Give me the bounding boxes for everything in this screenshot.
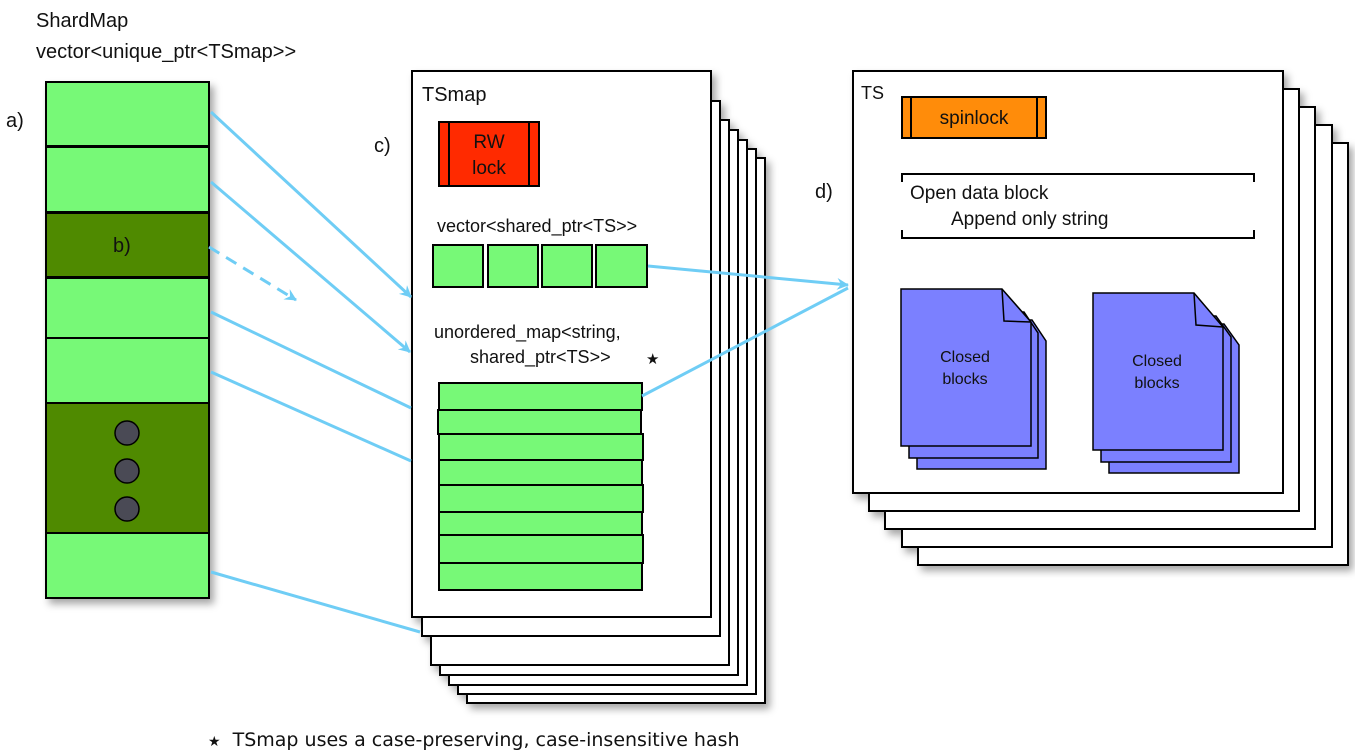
ts-pointer-line bbox=[641, 286, 849, 398]
shard-slot[interactable] bbox=[45, 532, 210, 599]
open-data-block: Open data block Append only string bbox=[901, 173, 1255, 239]
label-d: d) bbox=[815, 181, 833, 203]
footnote-star-icon: ★ bbox=[208, 734, 221, 750]
hash-bucket[interactable] bbox=[438, 382, 643, 411]
shard-slot[interactable] bbox=[45, 81, 210, 147]
closed-blocks-group: Closed blocks bbox=[900, 288, 1047, 470]
shardmap-title: ShardMap bbox=[36, 10, 128, 32]
hash-bucket[interactable] bbox=[438, 484, 644, 513]
pointer-arrow bbox=[210, 180, 411, 354]
spinlock-label: spinlock bbox=[940, 108, 1009, 129]
hash-bucket[interactable] bbox=[438, 534, 644, 564]
shard-slot-active[interactable] bbox=[45, 212, 210, 278]
tsmap-title: TSmap bbox=[422, 84, 486, 106]
hash-bucket[interactable] bbox=[438, 459, 643, 486]
rw-lock-line1: RW bbox=[473, 132, 504, 153]
footnote-text: TSmap uses a case-preserving, case-insen… bbox=[232, 729, 740, 751]
ts-pointer-arrow bbox=[647, 264, 849, 290]
open-block-line1: Open data block bbox=[910, 183, 1049, 204]
closed-blocks-group: Closed blocks bbox=[1092, 292, 1240, 474]
ellipsis-dot bbox=[114, 496, 140, 522]
tsmap-map-label-line1: unordered_map<string, bbox=[434, 322, 621, 343]
pending-pointer-arrow bbox=[208, 245, 297, 302]
tsmap-map-label-line2: shared_ptr<TS>> bbox=[470, 347, 611, 368]
hash-bucket[interactable] bbox=[438, 511, 643, 536]
spinlock: spinlock bbox=[901, 96, 1047, 139]
pointer-line bbox=[210, 310, 412, 410]
closed-block-label-line1: Closed bbox=[940, 349, 990, 366]
closed-block-label-line1: Closed bbox=[1132, 353, 1182, 370]
pointer-arrow bbox=[209, 110, 413, 299]
pointer-line bbox=[210, 570, 421, 634]
hash-bucket[interactable] bbox=[437, 409, 642, 435]
label-a: a) bbox=[6, 110, 24, 132]
hash-buckets bbox=[437, 382, 644, 591]
shard-slot[interactable] bbox=[45, 277, 210, 339]
ts-title: TS bbox=[861, 83, 884, 103]
ts-vector-slot[interactable] bbox=[595, 244, 648, 288]
footnote: ★ TSmap uses a case-preserving, case-ins… bbox=[208, 729, 740, 751]
label-c: c) bbox=[374, 135, 391, 157]
rw-lock-line2: lock bbox=[472, 158, 506, 179]
hash-bucket[interactable] bbox=[438, 562, 643, 591]
closed-block-label-line2: blocks bbox=[1134, 375, 1179, 392]
closed-block-icon bbox=[900, 288, 1032, 447]
star-icon: ★ bbox=[646, 350, 659, 368]
label-b: b) bbox=[113, 235, 131, 257]
open-block-line2: Append only string bbox=[951, 209, 1108, 230]
shard-slot[interactable] bbox=[45, 337, 210, 404]
closed-block-label-line2: blocks bbox=[942, 371, 987, 388]
shard-slot[interactable] bbox=[45, 146, 210, 213]
ts-vector bbox=[432, 244, 648, 288]
closed-block-icon bbox=[1092, 292, 1224, 451]
rw-lock: RW lock bbox=[438, 121, 540, 187]
tsmap-vector-label: vector<shared_ptr<TS>> bbox=[437, 216, 637, 237]
ts-vector-slot[interactable] bbox=[541, 244, 593, 288]
shardmap-type-label: vector<unique_ptr<TSmap>> bbox=[36, 41, 296, 63]
pointer-arrows bbox=[208, 110, 849, 634]
ellipsis-dot bbox=[114, 458, 140, 484]
hash-bucket[interactable] bbox=[438, 433, 644, 461]
ts-vector-slot[interactable] bbox=[432, 244, 484, 288]
pointer-line bbox=[210, 370, 412, 463]
ts-vector-slot[interactable] bbox=[487, 244, 539, 288]
ellipsis-dot bbox=[114, 420, 140, 446]
